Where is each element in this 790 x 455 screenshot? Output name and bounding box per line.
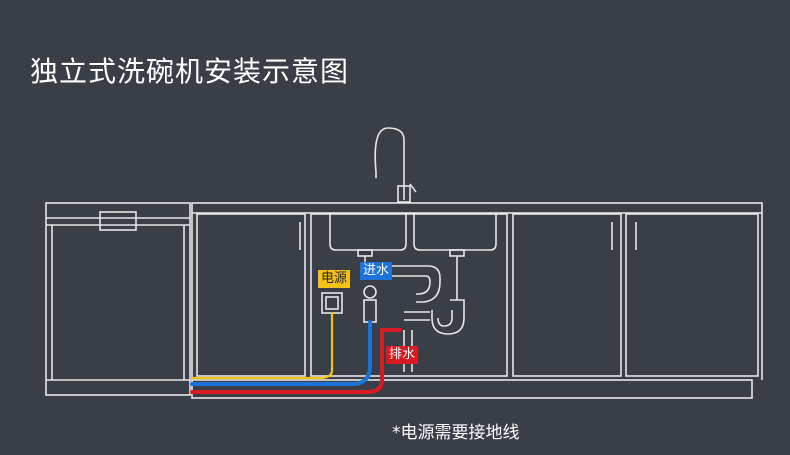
water-in-label: 进水 bbox=[360, 262, 393, 280]
grounding-note: *电源需要接地线 bbox=[392, 423, 520, 443]
power-label: 电源 bbox=[318, 270, 351, 288]
power-line bbox=[190, 311, 334, 380]
faucet bbox=[374, 127, 417, 203]
drain-line bbox=[190, 338, 384, 394]
drain-label: 排水 bbox=[386, 346, 419, 364]
double-sink bbox=[329, 213, 497, 300]
diagram-title: 独立式洗碗机安装示意图 bbox=[30, 55, 350, 88]
water-in-line bbox=[190, 320, 372, 386]
drain-trap bbox=[392, 265, 465, 372]
dishwasher-unit bbox=[45, 202, 191, 396]
kitchen-cabinet bbox=[191, 202, 763, 399]
power-socket bbox=[321, 292, 343, 314]
drain-line-top bbox=[380, 328, 402, 342]
water-valve bbox=[363, 285, 377, 323]
